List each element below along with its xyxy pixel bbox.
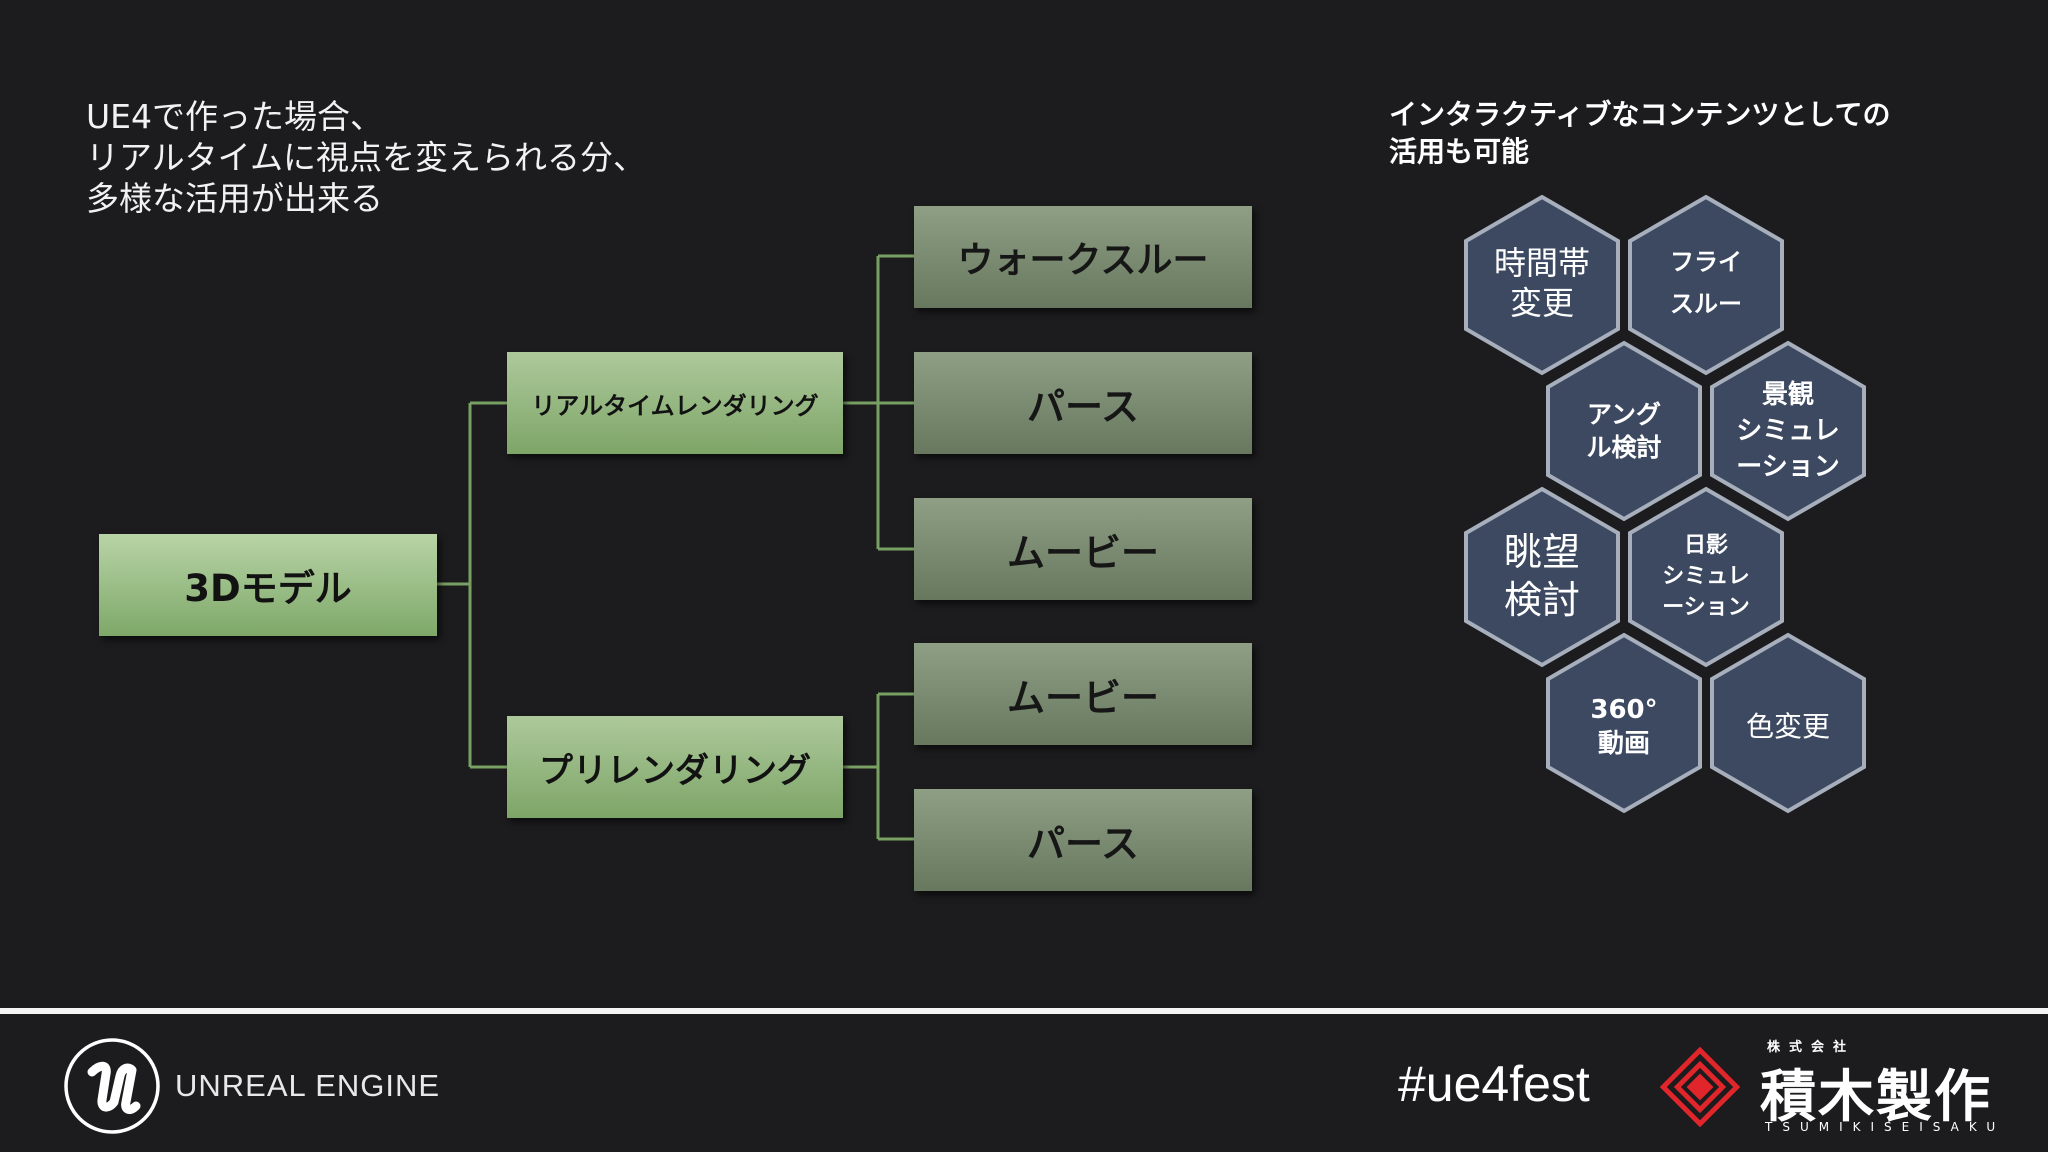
tree-connectors: [437, 254, 914, 841]
unreal-engine-logo-icon: [64, 1038, 160, 1134]
hex-angle-study: [1546, 340, 1702, 522]
intro-line-1: UE4で作った場合、: [86, 97, 383, 136]
node-movie-prerender: ムービー: [914, 643, 1252, 745]
event-hashtag: #ue4fest: [1398, 1056, 1590, 1112]
unreal-engine-name: UNREAL ENGINE: [175, 1068, 441, 1103]
hex-360-video-label: 360° 動画: [1550, 677, 1698, 777]
hex-fly-through-line-2: スルー: [1670, 290, 1742, 318]
node-movie-realtime: ムービー: [914, 498, 1252, 600]
interactive-title: インタラクティブなコンテンツとしての 活用も可能: [1389, 96, 1890, 170]
node-walkthrough-label: ウォークスルー: [957, 240, 1209, 281]
hex-fly-through-line-1: フライ: [1670, 248, 1742, 276]
hex-shadow-simulation: [1628, 486, 1784, 668]
node-prerendering-label: プリレンダリング: [539, 750, 811, 791]
intro-line-3: 多様な活用が出来る: [86, 179, 383, 218]
hex-view-study-line-2: 検討: [1503, 578, 1580, 622]
hex-landscape-simulation-line-3: ーション: [1736, 452, 1840, 482]
hex-time-of-day-line-2: 変更: [1509, 284, 1574, 322]
hex-color-change-label: 色変更: [1714, 677, 1862, 777]
hex-fly-through: [1628, 195, 1784, 376]
node-prerendering: プリレンダリング: [507, 716, 843, 818]
interactive-title-line-1: インタラクティブなコンテンツとしての: [1389, 98, 1891, 131]
hex-360-video: [1546, 632, 1702, 814]
hex-360-video-line-1: 360°: [1590, 695, 1658, 725]
node-walkthrough: ウォークスルー: [914, 206, 1252, 308]
node-3d-model-label: 3Dモデル: [184, 567, 352, 610]
hex-landscape-simulation: [1710, 340, 1866, 522]
hex-landscape-simulation-line-1: 景観: [1761, 380, 1814, 410]
footer-divider: [0, 1008, 2048, 1014]
connector-root: [437, 401, 507, 769]
tsumiki-mark-icon: [1660, 1047, 1740, 1127]
node-movie-realtime-label: ムービー: [1006, 530, 1159, 575]
hex-shapes: [1464, 195, 1866, 814]
node-perspective-realtime-label: パース: [1026, 384, 1140, 429]
node-3d-model: 3Dモデル: [99, 534, 437, 636]
hex-view-study: [1464, 486, 1620, 668]
hex-angle-study-line-1: アング: [1586, 400, 1661, 429]
hex-cluster: 時間帯 変更 フライ スルー アング ル検討 景観 シミュレ ーション 眺望 検…: [1460, 195, 1880, 835]
node-perspective-prerender: パース: [914, 789, 1252, 891]
hex-time-of-day: [1464, 195, 1620, 376]
node-realtime-rendering-label: リアルタイムレンダリング: [531, 391, 819, 420]
node-realtime-rendering: リアルタイムレンダリング: [507, 352, 843, 454]
hex-fly-through-label: フライ スルー: [1632, 233, 1780, 333]
company-roman: TSUMIKISEISAKU: [1765, 1120, 2006, 1134]
hex-angle-study-label: アング ル検討: [1550, 381, 1698, 481]
company-prefix: 株式会社: [1767, 1040, 1856, 1055]
hex-view-study-line-1: 眺望: [1503, 530, 1580, 574]
company-name: 積木製作: [1760, 1064, 1992, 1130]
hex-time-of-day-label: 時間帯 変更: [1468, 233, 1616, 333]
interactive-title-line-2: 活用も可能: [1389, 135, 1530, 168]
hex-color-change: [1710, 632, 1866, 814]
node-perspective-realtime: パース: [914, 352, 1252, 454]
hex-landscape-simulation-label: 景観 シミュレ ーション: [1714, 371, 1862, 491]
hex-shadow-simulation-label: 日影 シミュレ ーション: [1632, 521, 1780, 631]
hex-view-study-label: 眺望 検討: [1468, 521, 1616, 631]
connector-prerender: [843, 692, 914, 841]
intro-text: UE4で作った場合、 リアルタイムに視点を変えられる分、 多様な活用が出来る: [86, 96, 646, 219]
hex-color-change-line-1: 色変更: [1745, 710, 1830, 743]
hex-shadow-simulation-line-1: 日影: [1683, 532, 1728, 558]
connector-realtime: [843, 254, 914, 551]
hex-shadow-simulation-line-3: ーション: [1662, 594, 1750, 620]
hex-landscape-simulation-line-2: シミュレ: [1736, 416, 1840, 446]
node-perspective-prerender-label: パース: [1026, 821, 1140, 866]
hex-angle-study-line-2: ル検討: [1586, 433, 1662, 462]
hex-360-video-line-2: 動画: [1597, 729, 1650, 759]
hex-shadow-simulation-line-2: シミュレ: [1662, 563, 1750, 589]
hex-time-of-day-line-1: 時間帯: [1493, 244, 1590, 282]
node-movie-prerender-label: ムービー: [1006, 675, 1159, 720]
intro-line-2: リアルタイムに視点を変えられる分、: [86, 138, 647, 177]
